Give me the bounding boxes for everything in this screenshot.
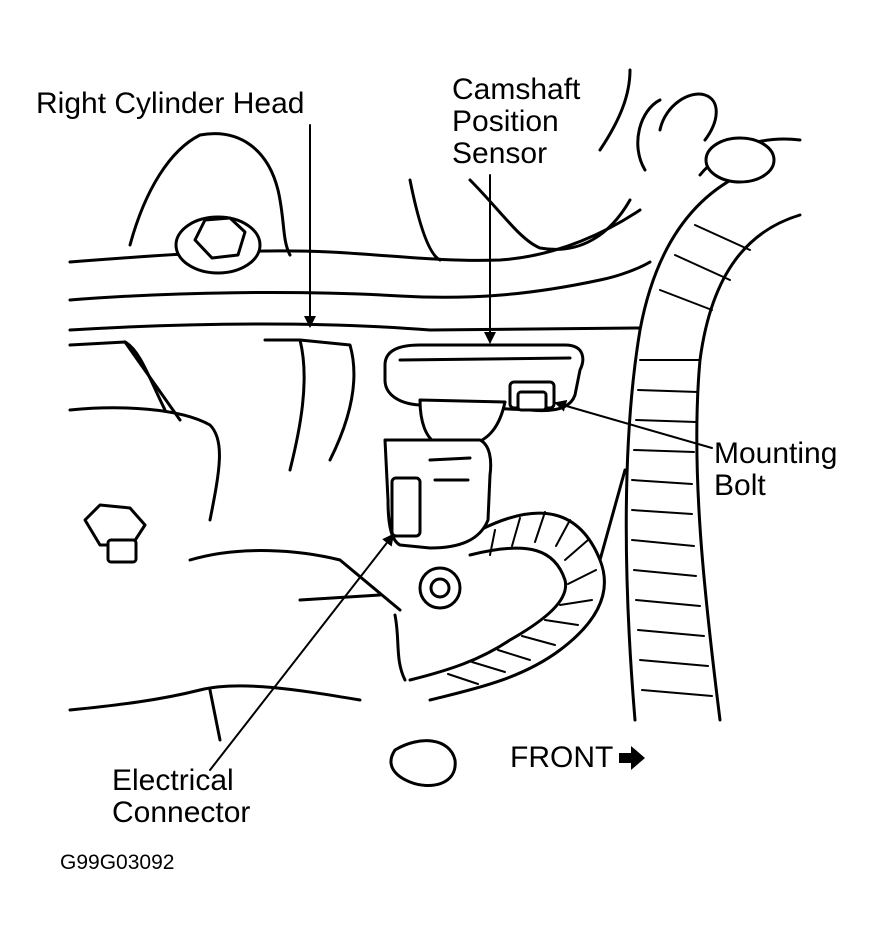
sensor-harness bbox=[389, 468, 627, 787]
head-bolt bbox=[174, 215, 262, 275]
leader-mounting-bolt bbox=[554, 400, 713, 449]
engine-block-outline bbox=[68, 338, 407, 742]
figure-code: G99G03092 bbox=[60, 851, 175, 874]
arrow-right-icon bbox=[619, 746, 646, 770]
cylinder-head-outline bbox=[68, 68, 652, 332]
stud-bolt bbox=[83, 503, 147, 564]
leader-lines bbox=[209, 124, 713, 771]
wiring-harness bbox=[624, 92, 802, 722]
sensor-mounting-bolt bbox=[508, 380, 556, 412]
label-mounting-bolt: Mounting Bolt bbox=[714, 437, 838, 502]
label-front: FRONT bbox=[510, 742, 647, 774]
label-camshaft-position-sensor: Camshaft Position Sensor bbox=[452, 73, 581, 170]
label-electrical-connector: Electrical Connector bbox=[112, 764, 251, 829]
electrical-connector bbox=[383, 438, 493, 610]
leader-connector bbox=[209, 533, 395, 771]
label-right-cylinder-head: Right Cylinder Head bbox=[36, 87, 305, 120]
